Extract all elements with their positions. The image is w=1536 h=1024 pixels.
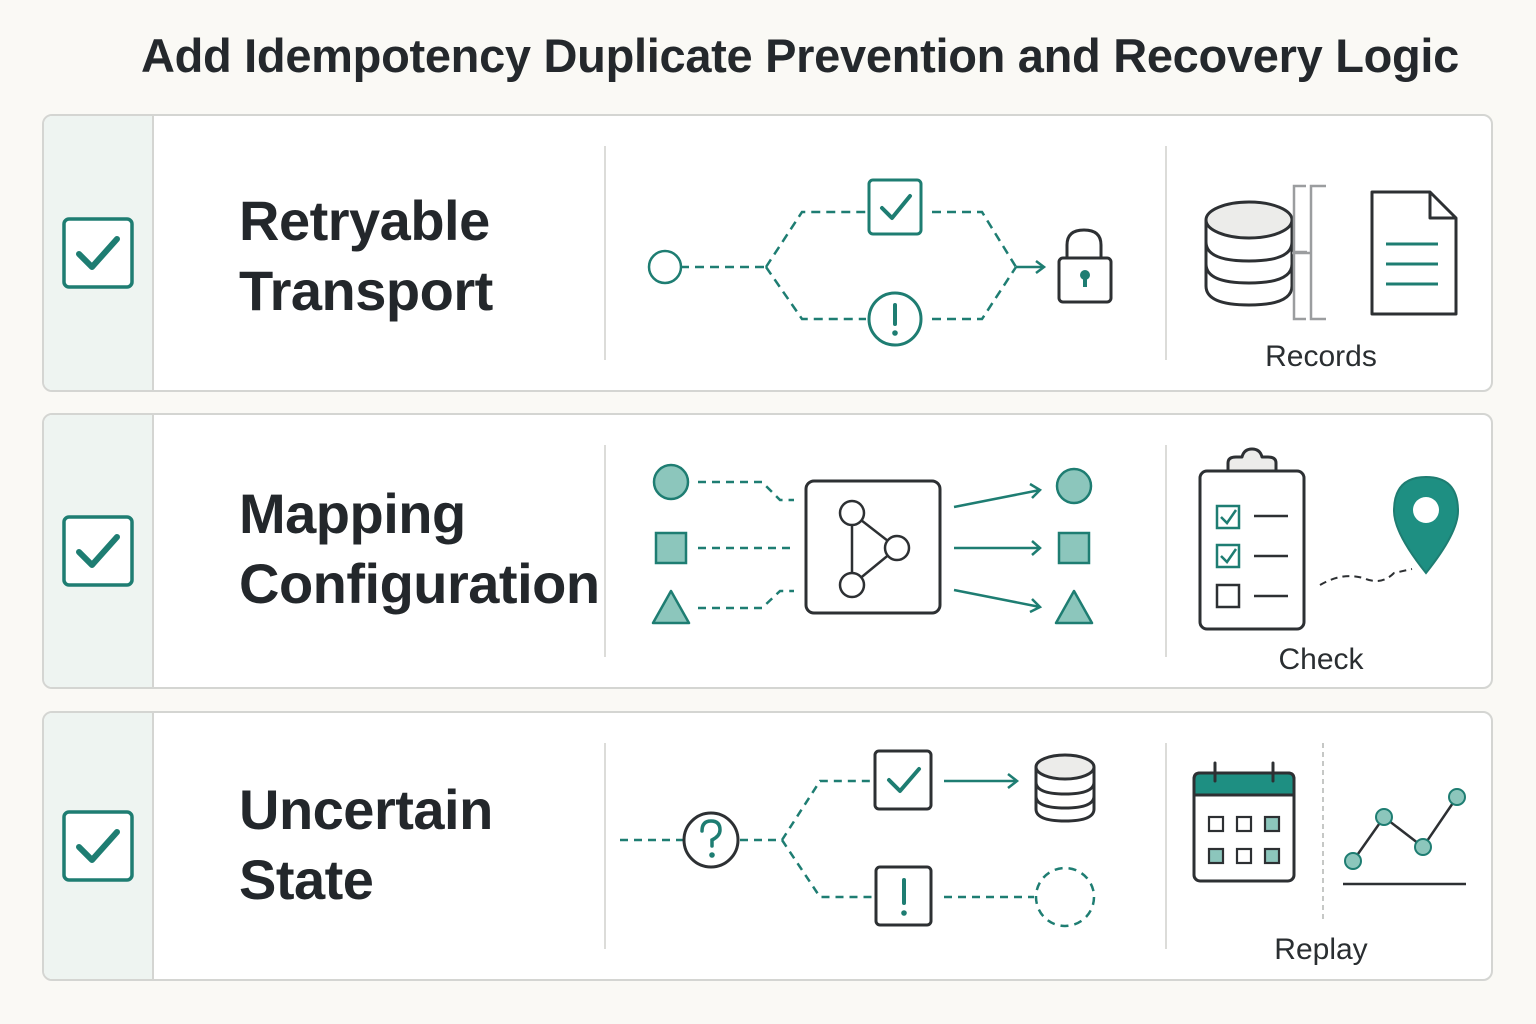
warning-exclamation-icon bbox=[867, 291, 923, 347]
retry-flow-diagram bbox=[647, 178, 1458, 347]
row-caption: Check bbox=[1278, 643, 1364, 676]
divider bbox=[1165, 445, 1167, 657]
mapping-diagram bbox=[651, 447, 1460, 631]
row-label: Mapping Configuration bbox=[239, 479, 600, 619]
row-label: Uncertain State bbox=[239, 775, 599, 915]
lock-icon bbox=[1057, 228, 1113, 304]
checkbox-checked-icon[interactable] bbox=[62, 810, 134, 882]
row-caption: Replay bbox=[1274, 933, 1368, 966]
divider bbox=[604, 743, 606, 949]
database-icon bbox=[1204, 200, 1294, 307]
warning-exclamation-icon bbox=[874, 865, 933, 927]
row-label-line2: Transport bbox=[239, 259, 493, 322]
divider bbox=[604, 146, 606, 360]
row-uncertain-state: Uncertain State bbox=[42, 711, 1493, 981]
success-check-icon bbox=[873, 749, 933, 811]
checkbox-column bbox=[44, 415, 154, 687]
checkbox-checked-icon[interactable] bbox=[62, 515, 134, 587]
triangle-shape-icon bbox=[651, 589, 691, 625]
page-title: Add Idempotency Duplicate Prevention and… bbox=[140, 29, 1460, 82]
circle-shape-icon bbox=[652, 463, 690, 501]
divider bbox=[1165, 743, 1167, 949]
checklist-clipboard-icon bbox=[1198, 447, 1306, 631]
row-retryable-transport: Retryable Transport bbox=[42, 114, 1493, 392]
document-icon bbox=[1370, 190, 1458, 316]
row-label: Retryable Transport bbox=[239, 186, 599, 326]
row-label-line1: Retryable bbox=[239, 189, 490, 252]
graph-mapping-icon bbox=[804, 479, 942, 615]
start-node-icon bbox=[647, 249, 683, 285]
success-check-icon bbox=[867, 178, 923, 236]
calendar-icon bbox=[1192, 761, 1296, 883]
row-label-line2: State bbox=[239, 848, 374, 911]
pending-circle-icon bbox=[1034, 866, 1096, 928]
row-label-line1: Mapping bbox=[239, 482, 466, 545]
row-label-line2: Configuration bbox=[239, 552, 600, 615]
row-mapping-configuration: Mapping Configuration bbox=[42, 413, 1493, 689]
row-label-line1: Uncertain bbox=[239, 778, 493, 841]
database-icon bbox=[1034, 753, 1096, 823]
checkbox-column bbox=[44, 116, 154, 390]
square-shape-icon bbox=[654, 531, 688, 565]
question-node-icon bbox=[682, 811, 740, 869]
row-caption: Records bbox=[1265, 340, 1377, 373]
divider bbox=[604, 445, 606, 657]
location-pin-icon bbox=[1392, 475, 1460, 575]
line-chart-icon bbox=[1343, 788, 1466, 886]
uncertain-state-diagram bbox=[620, 743, 1466, 928]
checkbox-checked-icon[interactable] bbox=[62, 217, 134, 289]
checkbox-column bbox=[44, 713, 154, 979]
divider bbox=[1165, 146, 1167, 360]
